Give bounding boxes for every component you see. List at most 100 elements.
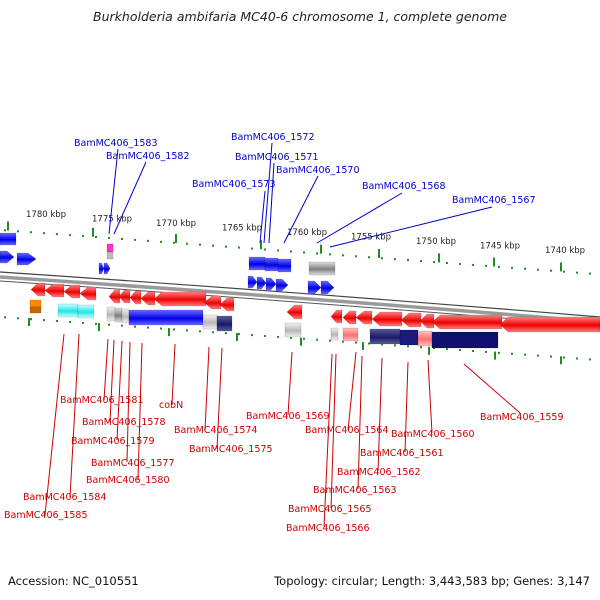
scale-tick-minor (225, 332, 227, 335)
scale-tick-minor (290, 336, 292, 339)
scale-tick-minor (316, 338, 318, 341)
leader-line (216, 347, 223, 450)
gene-reverse-pseudo (284, 322, 302, 338)
scale-tick-minor (524, 267, 526, 270)
scale-tick-minor (355, 255, 357, 258)
scale-tick-minor (56, 233, 58, 236)
leader-line (113, 161, 147, 235)
scale-tick-minor (95, 236, 97, 239)
leader-line (171, 343, 176, 406)
leader-line (316, 192, 403, 244)
gene-forward (98, 262, 105, 275)
scale-tick-minor (264, 248, 266, 251)
forward-gene-label: BamMC406_1572 (231, 132, 314, 143)
gene-reverse-cobN (128, 309, 204, 326)
scale-tick-minor (485, 350, 487, 353)
reverse-gene-label: BamMC406_1585 (4, 510, 87, 521)
scale-tick-minor (212, 244, 214, 247)
scale-tick-minor (407, 259, 409, 262)
reverse-gene-label: BamMC406_1580 (86, 475, 169, 486)
scale-tick-minor (4, 229, 6, 232)
gene-reverse-pseudo (399, 329, 419, 346)
scale-tick-minor (56, 320, 58, 323)
leader-line (268, 162, 275, 244)
reverse-gene-label: BamMC406_1559 (480, 412, 563, 423)
scale-tick-minor (121, 237, 123, 240)
scale-tick-minor (108, 236, 110, 239)
gene-reverse-pseudo (57, 303, 79, 318)
scale-tick-minor (108, 323, 110, 326)
gene-forward (265, 277, 277, 291)
backbone-top-line (0, 271, 600, 318)
reverse-gene-label: cobN (159, 400, 183, 411)
gene-forward (248, 256, 266, 271)
scale-tick-minor (303, 251, 305, 254)
gene-reverse-pseudo (121, 308, 130, 324)
scale-tick-minor (485, 264, 487, 267)
scale-tick-minor (329, 253, 331, 256)
gene-forward-rna (106, 243, 114, 253)
leader-line (259, 190, 266, 244)
gene-forward-pseudo (308, 261, 336, 276)
scale-tick-major (28, 318, 30, 327)
scale-tick-major (300, 337, 302, 346)
scale-tick-minor (147, 326, 149, 329)
scale-label: 1775 kbp (92, 214, 132, 224)
scale-tick-minor (199, 243, 201, 246)
gene-reverse (108, 289, 121, 304)
reverse-gene-label: BamMC406_1563 (313, 485, 396, 496)
scale-tick-minor (186, 242, 188, 245)
forward-gene-label: BamMC406_1583 (74, 138, 157, 149)
gene-reverse (400, 312, 422, 328)
scale-tick-major (236, 332, 238, 341)
scale-tick-minor (238, 246, 240, 249)
map-title: Burkholderia ambifaria MC40-6 chromosome… (93, 9, 507, 24)
gene-forward (0, 250, 15, 264)
reverse-gene-label: BamMC406_1574 (174, 425, 257, 436)
leader-line (108, 148, 119, 235)
scale-tick-minor (368, 342, 370, 345)
gene-reverse (129, 290, 142, 305)
leader-line (103, 338, 109, 401)
gene-reverse-pseudo (369, 328, 401, 345)
scale-tick-minor (134, 238, 136, 241)
gene-reverse (30, 282, 46, 297)
reverse-gene-label: BamMC406_1577 (91, 458, 174, 469)
gene-reverse (140, 291, 156, 306)
gene-reverse-pseudo (342, 327, 359, 342)
forward-gene-label: BamMC406_1582 (106, 151, 189, 162)
scale-tick-minor (147, 239, 149, 242)
scale-tick-major (175, 233, 177, 243)
scale-tick-minor (186, 329, 188, 332)
scale-tick-major (320, 244, 322, 254)
scale-tick-minor (550, 355, 552, 358)
forward-gene-label: BamMC406_1570 (276, 165, 359, 176)
gene-forward (247, 275, 258, 289)
scale-tick-minor (95, 322, 97, 325)
reverse-gene-label: BamMC406_1560 (391, 429, 474, 440)
gene-reverse (219, 297, 235, 312)
scale-tick-minor (290, 250, 292, 253)
scale-tick-minor (225, 245, 227, 248)
gene-reverse-pseudo (202, 314, 218, 330)
scale-tick-minor (511, 266, 513, 269)
scale-tick-minor (160, 240, 162, 243)
scale-tick-minor (69, 320, 71, 323)
gene-reverse-pseudo (114, 307, 123, 323)
scale-tick-minor (355, 341, 357, 344)
scale-tick-minor (69, 234, 71, 237)
reverse-gene-label: BamMC406_1565 (288, 504, 371, 515)
scale-tick-minor (17, 317, 19, 320)
gene-reverse-pseudo (431, 331, 499, 349)
scale-label: 1755 kbp (351, 233, 391, 243)
scale-tick-minor (212, 331, 214, 334)
scale-tick-minor (498, 265, 500, 268)
gene-reverse-pseudo (417, 330, 433, 347)
scale-tick-minor (472, 349, 474, 352)
scale-tick-minor (381, 343, 383, 346)
gene-forward (0, 232, 17, 246)
scale-tick-major (428, 346, 430, 355)
leader-line (283, 175, 319, 244)
scale-tick-minor (251, 334, 253, 337)
